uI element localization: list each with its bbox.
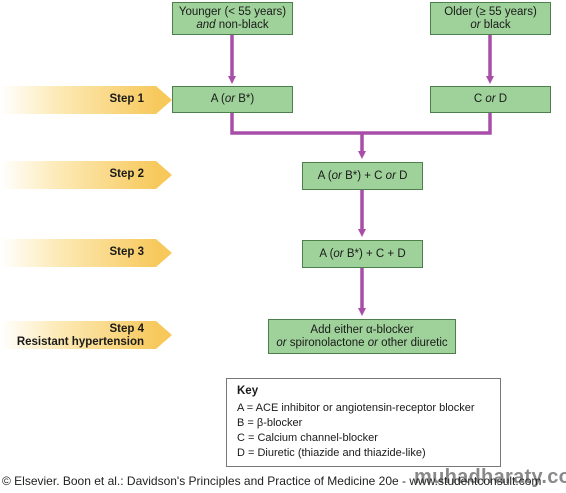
step3-box: A (or B*) + C + D <box>302 240 423 268</box>
step2-box: A (or B*) + C or D <box>302 162 423 190</box>
step4-title: Step 4 <box>109 323 144 335</box>
key-item-b: B = β-blocker <box>237 417 303 429</box>
younger-line1: Younger (< 55 years) <box>178 5 287 18</box>
step2-arrow: Step 2 <box>0 161 172 189</box>
key-item-c: C = Calcium channel-blocker <box>237 432 378 444</box>
younger-line2: and non-black <box>196 19 268 32</box>
older-line2: or black <box>470 19 510 32</box>
step4-line2: or spironolactone or other diuretic <box>276 336 448 349</box>
step4-line1: Add either α-blocker <box>310 323 414 336</box>
older-line2-rest: black <box>480 18 511 31</box>
older-line1: Older (≥ 55 years) <box>444 5 537 18</box>
step1-arrow: Step 1 <box>0 86 172 114</box>
key-legend: Key A = ACE inhibitor or angiotensin-rec… <box>226 378 501 467</box>
older-line2-em: or <box>470 18 481 31</box>
watermark: muhadharaty.com <box>414 466 566 488</box>
step4-box: Add either α-blocker or spironolactone o… <box>268 319 456 354</box>
step4-sublabel: Resistant hypertension <box>16 336 144 348</box>
step3-label: Step 3 <box>109 246 144 258</box>
older-black-box: Older (≥ 55 years) or black <box>430 2 551 35</box>
copyright-credit: © Elsevier. Boon et al.: Davidson's Prin… <box>2 474 542 488</box>
step1-right-box: C or D <box>430 86 551 113</box>
step4-label: Step 4 Resistant hypertension <box>17 323 144 349</box>
key-item-d: D = Diuretic (thiazide and thiazide-like… <box>237 447 426 459</box>
key-title: Key <box>237 385 259 397</box>
younger-line2-rest: non-black <box>215 18 269 31</box>
step1-left-box: A (or B*) <box>172 86 293 113</box>
connector-merge <box>230 113 492 135</box>
younger-line2-em: and <box>196 18 216 31</box>
key-item-a: A = ACE inhibitor or angiotensin-recepto… <box>237 402 475 414</box>
step1-label: Step 1 <box>109 93 144 105</box>
step2-label: Step 2 <box>109 168 144 180</box>
step3-arrow: Step 3 <box>0 239 172 267</box>
younger-nonblack-box: Younger (< 55 years) and non-black <box>172 2 293 35</box>
step4-arrow: Step 4 Resistant hypertension <box>0 321 172 349</box>
